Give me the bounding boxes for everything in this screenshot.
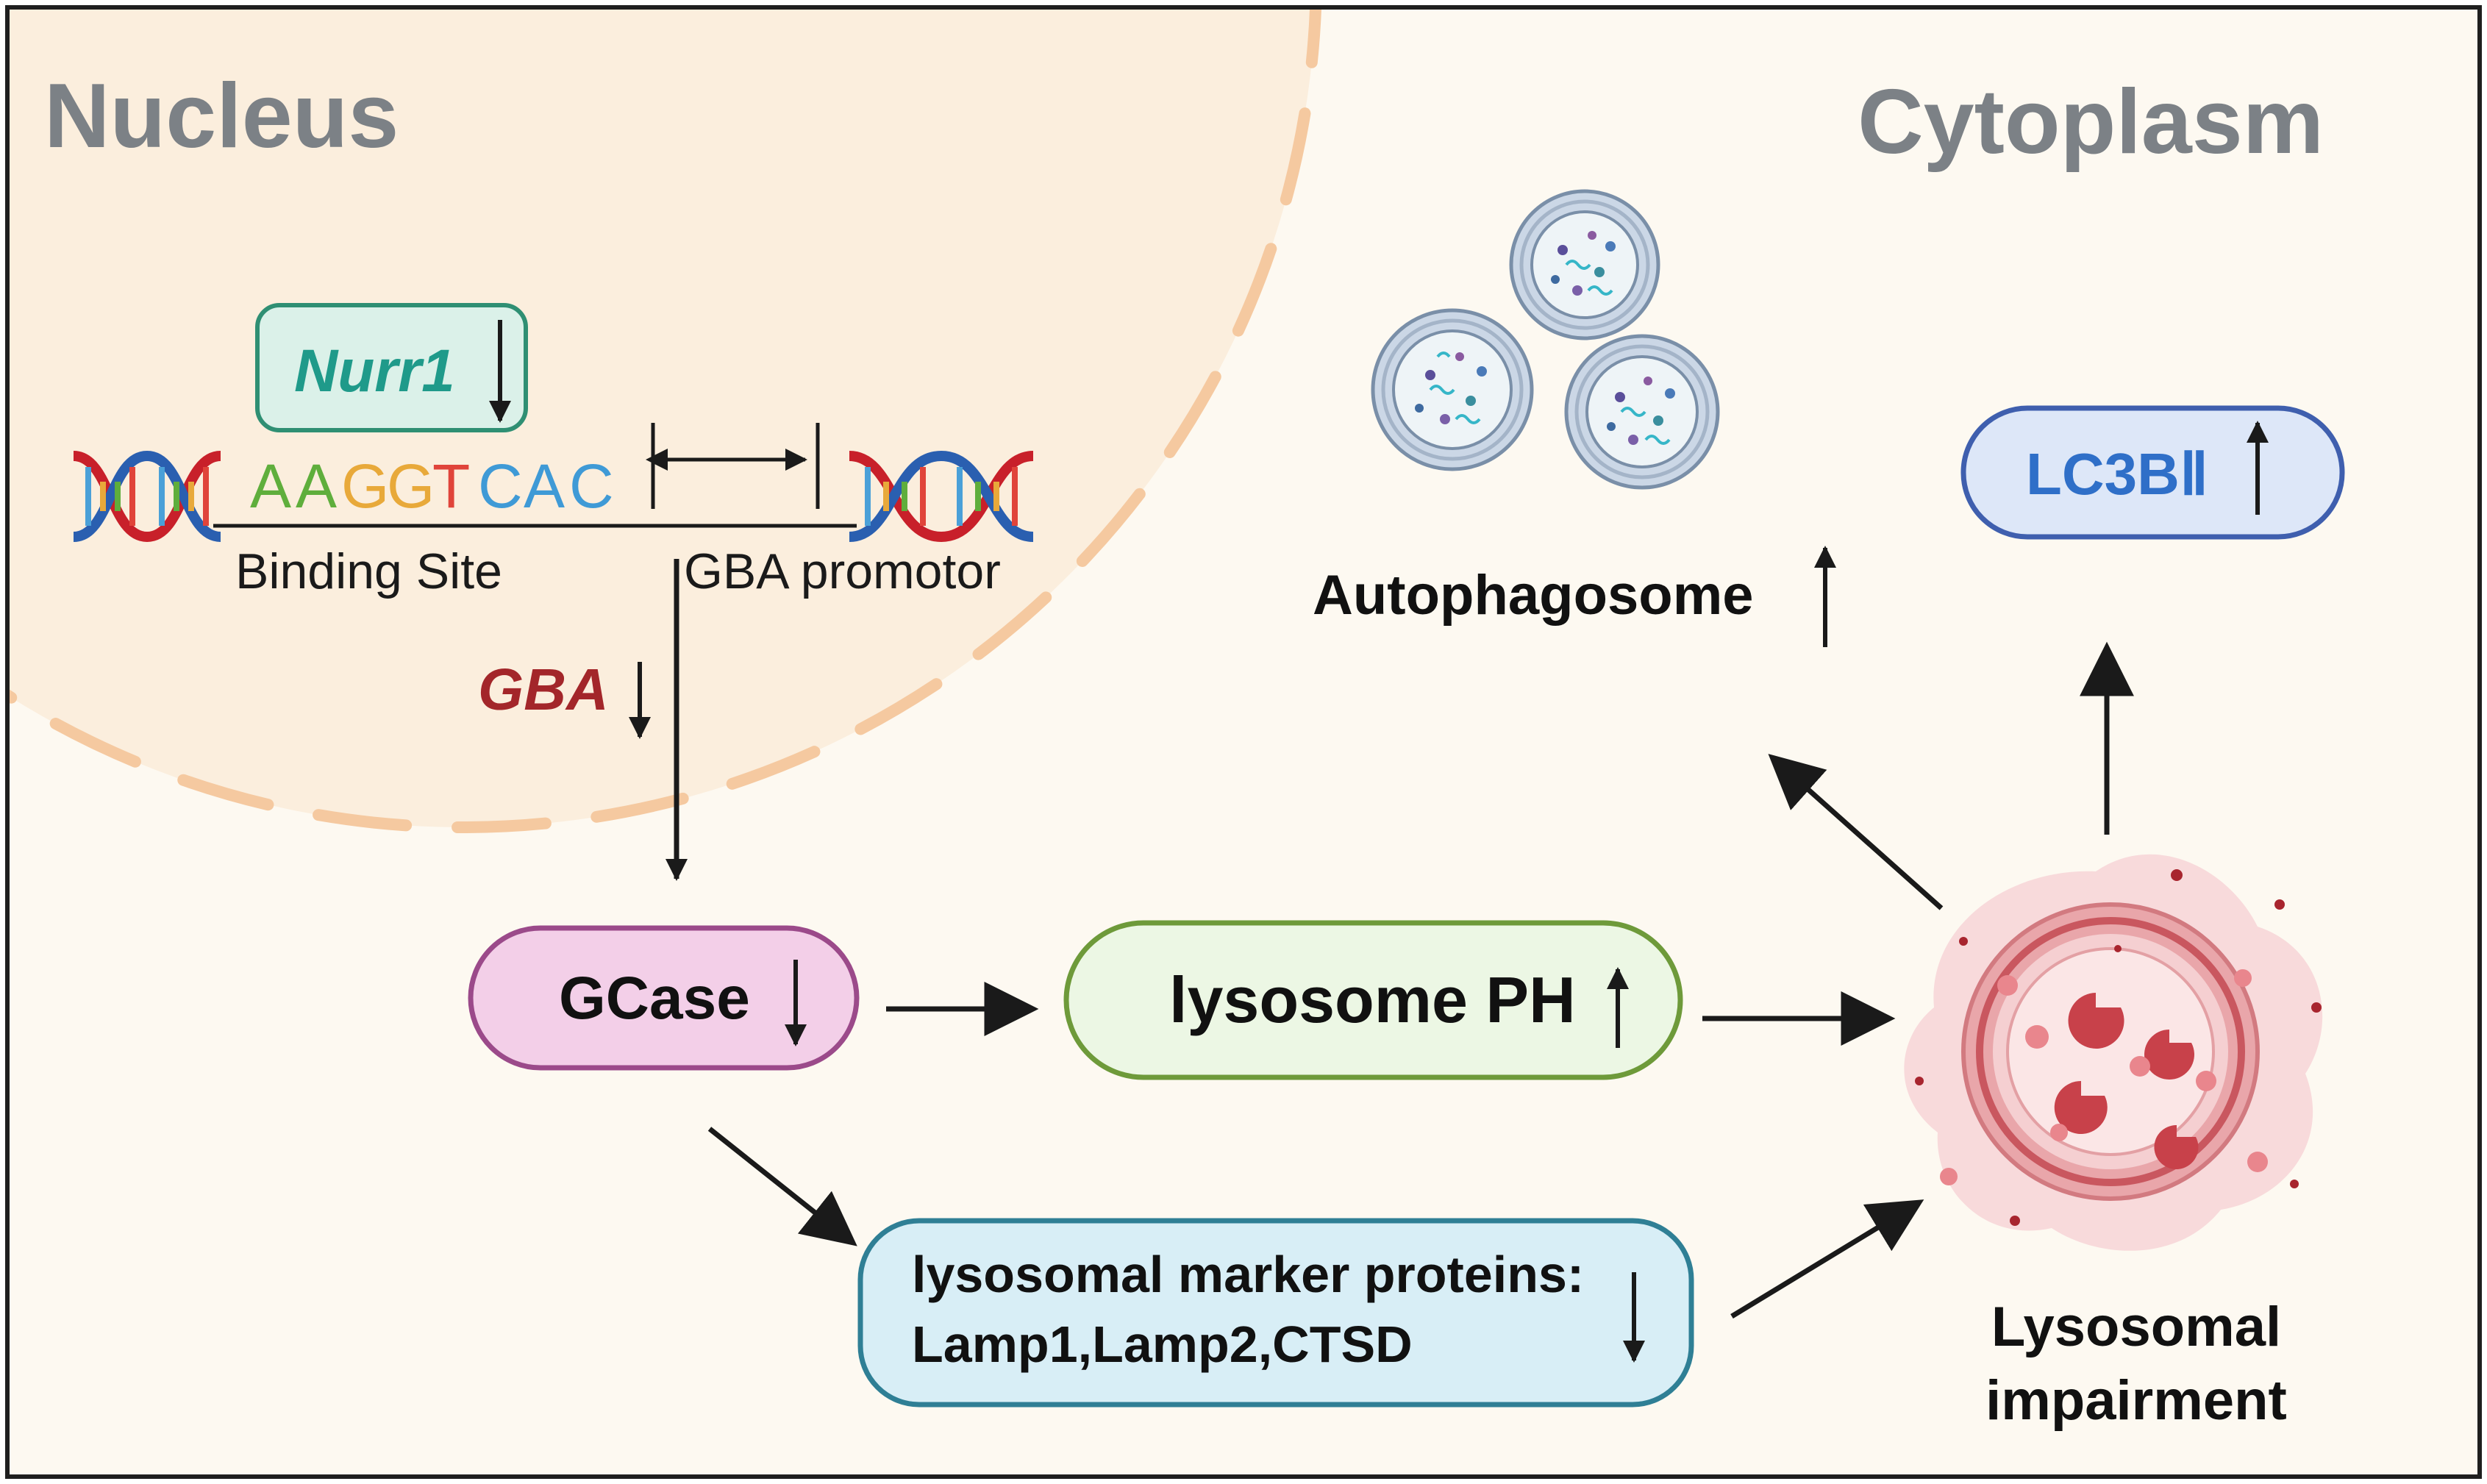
- markers-line2: Lamp1,Lamp2,CTSD: [912, 1316, 1413, 1373]
- nucleus-label: Nucleus: [44, 65, 399, 167]
- cytoplasm-label: Cytoplasm: [1858, 71, 2324, 173]
- gba-promotor-label: GBA promotor: [684, 543, 1001, 599]
- sequence-letter: G: [387, 452, 435, 521]
- autophagosome-icon: [1371, 189, 1720, 490]
- markers-line1: lysosomal marker proteins:: [912, 1246, 1584, 1303]
- lysosome-ph-label: lysosome PH: [1169, 963, 1576, 1036]
- lysosomal-impairment-line1: Lysosomal: [1991, 1296, 2281, 1358]
- binding-site-label: Binding Site: [235, 543, 502, 599]
- lysosomal-impairment-line2: impairment: [1985, 1369, 2287, 1432]
- gcase-node: GCase: [468, 925, 860, 1071]
- sequence-letter: A: [296, 452, 337, 521]
- sequence-letter: A: [250, 452, 291, 521]
- sequence-letter: G: [341, 452, 389, 521]
- arrow-gcase-to-markers: [707, 1127, 857, 1246]
- frame-border: [5, 5, 2482, 1479]
- autophagosome-label: Autophagosome: [1313, 564, 1754, 627]
- sequence-letter: C: [569, 452, 614, 521]
- nurr1-label: Nurr1: [294, 338, 455, 404]
- damaged-lysosome-icon: [1904, 854, 2323, 1251]
- lc3b-node: LC3BⅡ: [1960, 405, 2345, 540]
- arrow-markers-to-impairment: [1730, 1199, 1924, 1319]
- gba-label: GBA: [478, 657, 609, 722]
- lc3b-label: LC3BⅡ: [2026, 441, 2208, 507]
- nucleus-region: [7, 7, 1321, 833]
- lysosomal-markers-node: lysosomal marker proteins: Lamp1,Lamp2,C…: [857, 1218, 1694, 1408]
- sequence-letter: T: [432, 452, 470, 521]
- dna-helix-icon: [73, 450, 221, 543]
- dna-helix-icon: [849, 450, 1034, 543]
- lysosome-ph-node: lysosome PH: [1063, 920, 1683, 1080]
- gcase-label: GCase: [559, 965, 750, 1032]
- sequence-letter: A: [524, 452, 565, 521]
- arrow-impairment-to-autophagosome: [1768, 754, 1944, 910]
- sequence-letter: C: [478, 452, 523, 521]
- nurr1-node: Nurr1: [255, 303, 528, 432]
